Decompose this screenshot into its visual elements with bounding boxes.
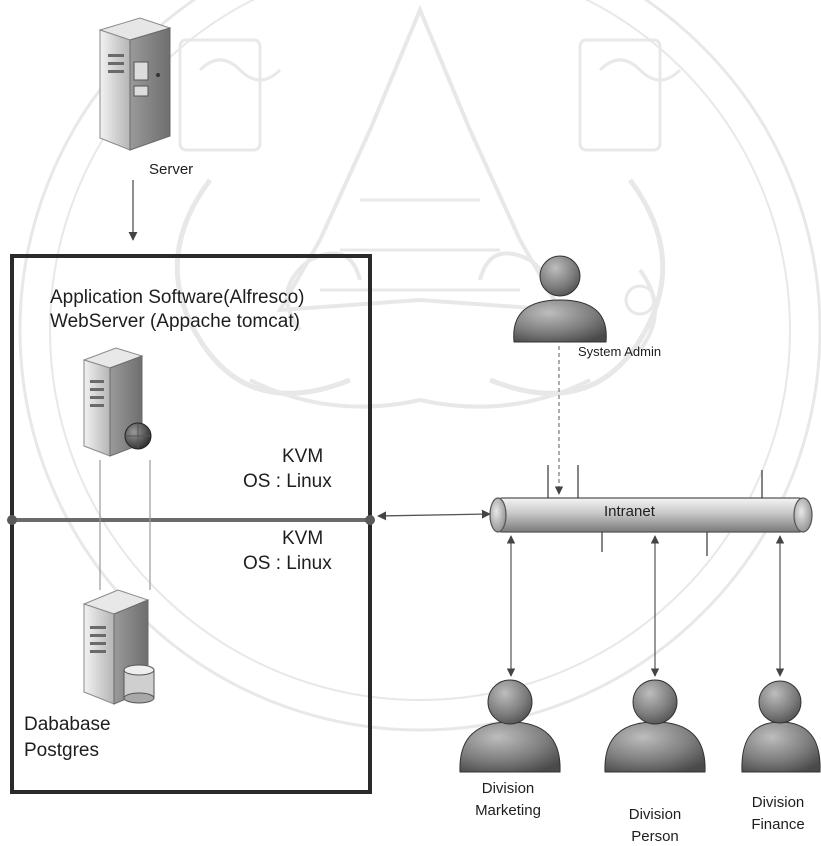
database-label-line1: Dababase: [24, 714, 111, 735]
server-label: Server: [149, 161, 194, 178]
watermark-seal: [18, 0, 821, 732]
division-marketing-line1: Division: [481, 780, 535, 797]
database-server-icon: [82, 589, 150, 705]
database-cylinder-icon: [123, 664, 155, 704]
system-admin-label: System Admin: [578, 344, 662, 359]
webserver-icon: [82, 347, 152, 457]
division-marketing-icon: [459, 679, 561, 773]
division-person-line1: Division: [628, 806, 682, 823]
division-marketing-line2: Marketing: [475, 802, 541, 819]
division-person-icon: [604, 679, 706, 773]
vm-bottom-kvm-label: KVM: [282, 528, 324, 549]
intranet-pipe: [489, 465, 813, 556]
app-software-label: Application Software(Alfresco): [50, 287, 305, 308]
vm-bottom-os-label: OS : Linux: [243, 553, 332, 574]
webserver-label: WebServer (Appache tomcat): [50, 311, 300, 332]
division-person-line2: Person: [631, 828, 679, 845]
system-admin-icon: [513, 255, 607, 343]
vm-top-kvm-label: KVM: [282, 446, 324, 467]
host-box: [10, 254, 372, 794]
database-label-line2: Postgres: [24, 740, 99, 761]
intranet-label: Intranet: [604, 503, 655, 520]
division-finance-line1: Division: [751, 794, 805, 811]
host-intranet-arrow: [377, 509, 491, 521]
division-finance-icon: [741, 680, 821, 773]
vm-top-os-label: OS : Linux: [243, 471, 332, 492]
server-icon: [98, 17, 172, 151]
division-finance-line2: Finance: [751, 816, 805, 833]
